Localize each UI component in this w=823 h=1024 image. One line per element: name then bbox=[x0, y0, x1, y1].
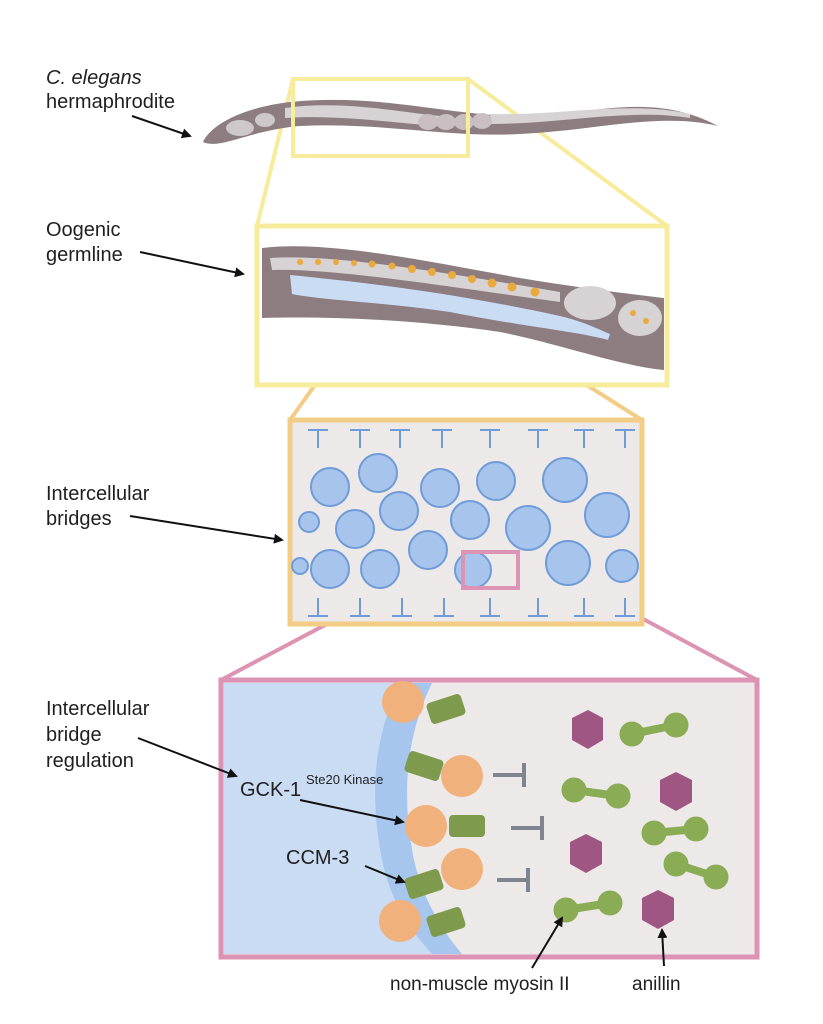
arrow-anillin bbox=[657, 928, 668, 967]
gck1-label: GCK-1 bbox=[240, 779, 301, 801]
arrow-regulation bbox=[137, 737, 238, 778]
germline-label-line2: germline bbox=[46, 244, 123, 266]
regulation-panel bbox=[218, 677, 760, 960]
gck1-protein bbox=[441, 848, 483, 890]
bridges-label-line1: Intercellular bbox=[46, 483, 150, 505]
regulation-label-line3: regulation bbox=[46, 750, 134, 772]
ccm3-proteins bbox=[404, 694, 485, 937]
myosin-protein bbox=[641, 816, 709, 846]
ccm3-protein bbox=[426, 694, 466, 724]
germline-label-line1: Oogenic bbox=[46, 219, 121, 241]
germline-embryos bbox=[564, 286, 662, 336]
worm-germline-tube-posterior bbox=[490, 108, 690, 124]
myosin-protein bbox=[561, 777, 631, 809]
arrow-worm bbox=[131, 115, 192, 139]
ccm3-label: CCM-3 bbox=[286, 847, 349, 869]
inhibition-symbols bbox=[493, 763, 544, 892]
anillin-protein bbox=[570, 834, 602, 873]
ccm3-protein bbox=[404, 869, 444, 899]
germline-distal-arm bbox=[270, 257, 560, 302]
anillin-label: anillin bbox=[632, 974, 681, 995]
anillin-proteins bbox=[570, 710, 692, 929]
gck1-protein bbox=[382, 681, 424, 723]
zoom1-box bbox=[291, 77, 470, 158]
bridges-panel bbox=[287, 417, 645, 627]
bridges-label-line2: bridges bbox=[46, 508, 112, 530]
text-labels: C. elegans hermaphrodite Oogenic germlin… bbox=[46, 67, 681, 995]
anillin-protein bbox=[660, 772, 692, 811]
species-label-line1: C. elegans bbox=[46, 67, 142, 89]
myosin-protein bbox=[553, 890, 623, 923]
anillin-protein bbox=[642, 890, 674, 929]
germline-nuclei bbox=[297, 259, 540, 297]
cytoplasm bbox=[224, 683, 432, 954]
gck1-protein bbox=[441, 755, 483, 797]
myosin-proteins bbox=[553, 712, 729, 923]
pointer-arrows bbox=[129, 115, 668, 969]
top-bridge-markers bbox=[308, 429, 635, 448]
germline-proximal-arm bbox=[290, 275, 610, 340]
worm-germline-tube bbox=[285, 105, 440, 126]
regulation-label-line2: bridge bbox=[46, 724, 102, 746]
arrow-gck1 bbox=[299, 799, 405, 826]
myosin-protein bbox=[663, 851, 729, 890]
zoom1-guide-right bbox=[466, 77, 669, 228]
gck1-proteins bbox=[379, 681, 483, 942]
worm-illustration bbox=[203, 77, 718, 158]
ccm3-protein bbox=[449, 815, 485, 837]
myosin-protein bbox=[619, 712, 689, 747]
myosin-label: non-muscle myosin II bbox=[390, 974, 570, 995]
gck1-protein bbox=[379, 900, 421, 942]
ccm3-protein bbox=[404, 751, 444, 781]
germline-panel bbox=[254, 223, 670, 388]
bridge-membrane bbox=[375, 683, 462, 954]
arrow-bridges bbox=[129, 515, 284, 544]
regulation-label-line1: Intercellular bbox=[46, 698, 150, 720]
anillin-protein bbox=[572, 710, 603, 749]
arrow-ccm3 bbox=[364, 865, 406, 884]
zoom1-guide-left bbox=[255, 78, 295, 227]
bottom-bridge-markers bbox=[308, 598, 635, 617]
gck1-superscript: Ste20 Kinase bbox=[306, 772, 383, 787]
arrow-myosin bbox=[531, 916, 564, 969]
species-label-line2: hermaphrodite bbox=[46, 91, 175, 113]
gck1-protein bbox=[405, 805, 447, 847]
zoom3-box bbox=[461, 550, 520, 590]
arrow-germline bbox=[139, 251, 245, 278]
ccm3-protein bbox=[426, 907, 466, 937]
worm-pharynx bbox=[226, 113, 275, 136]
